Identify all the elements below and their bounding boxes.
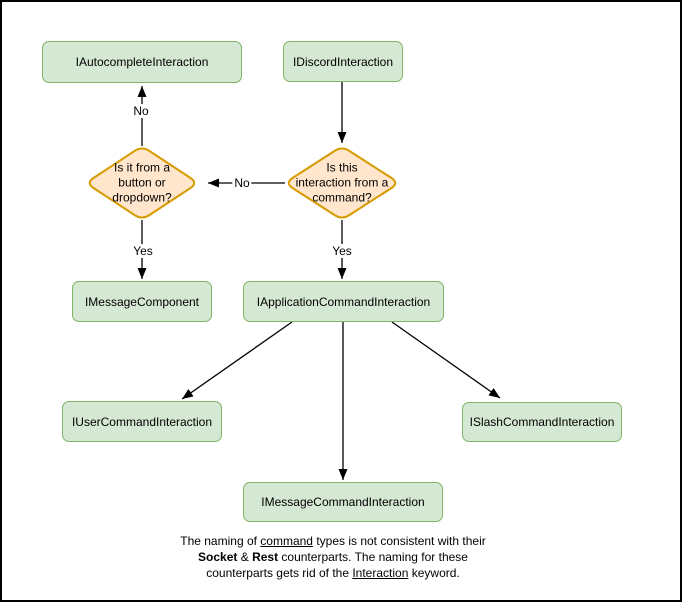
footnote: The naming of command types is not consi… xyxy=(133,533,533,581)
node-label: IMessageComponent xyxy=(84,294,200,309)
node-message-command-interaction: IMessageCommandInteraction xyxy=(243,482,443,522)
edge-label-no-top: No xyxy=(131,104,151,118)
decision-label-button-dropdown: Is it from a button or dropdown? xyxy=(112,160,172,205)
edge-label-yes-left: Yes xyxy=(131,244,155,258)
decision-from-command-shape xyxy=(287,147,397,219)
node-label: ISlashCommandInteraction xyxy=(469,415,615,429)
edge-application-to-user-command xyxy=(181,321,293,400)
decision-label-from-command: Is this interaction from a command? xyxy=(295,160,389,205)
node-label: IApplicationCommandInteraction xyxy=(256,294,431,309)
node-autocomplete-interaction: IAutocompleteInteraction xyxy=(42,41,242,83)
edge-application-to-slash-command xyxy=(391,321,501,399)
node-label: IDiscordInteraction xyxy=(292,54,394,69)
node-slash-command-interaction: ISlashCommandInteraction xyxy=(462,402,622,442)
edge-label-yes-right: Yes xyxy=(330,244,354,258)
node-application-command-interaction: IApplicationCommandInteraction xyxy=(243,281,444,322)
footnote-line-2: Socket & Rest counterparts. The naming f… xyxy=(198,550,468,564)
node-message-component: IMessageComponent xyxy=(72,281,212,322)
footnote-line-3: counterparts gets rid of the Interaction… xyxy=(206,566,460,580)
decision-button-dropdown-shape xyxy=(88,147,196,219)
edge-label-no-middle: No xyxy=(232,176,252,190)
node-discord-interaction: IDiscordInteraction xyxy=(283,41,403,82)
footnote-line-1: The naming of command types is not consi… xyxy=(180,534,486,548)
node-label: IMessageCommandInteraction xyxy=(261,495,425,509)
node-user-command-interaction: IUserCommandInteraction xyxy=(62,401,222,442)
node-label: IAutocompleteInteraction xyxy=(75,55,209,69)
node-label: IUserCommandInteraction xyxy=(71,414,213,429)
